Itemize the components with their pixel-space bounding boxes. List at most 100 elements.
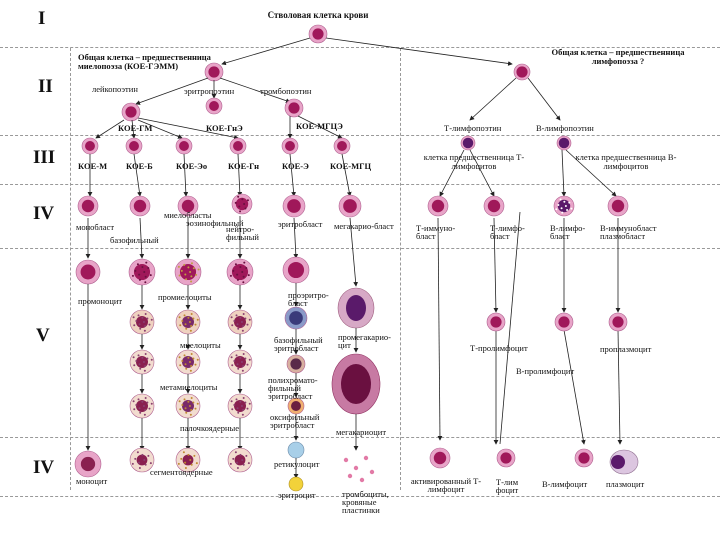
band-label: палочкоядерные — [180, 423, 240, 433]
stem-cell-title: Стволовая клетка крови — [267, 10, 369, 20]
row-divider — [0, 248, 720, 249]
koe-mgc-cell — [333, 137, 351, 155]
level-5-label: V — [36, 325, 50, 346]
megakaryocyte-nucleus — [341, 364, 371, 404]
level-column-divider — [70, 48, 71, 490]
platelet-2 — [363, 455, 369, 461]
koe-gm-cell — [121, 102, 141, 122]
connector-arrow — [325, 37, 513, 66]
eosinophilic-label: эозинофильный — [186, 218, 244, 228]
t-prolymphocyte-cell — [486, 312, 506, 332]
metamyelocyte-0 — [129, 349, 155, 375]
b-lymphoblast-cell — [553, 195, 575, 217]
level-3-label: III — [33, 147, 56, 168]
b-lymphopoietin-label: В-лимфопоэтин — [536, 123, 594, 133]
b-lymphocyte-label: В-лимфоцит — [542, 479, 588, 489]
koe-gn-label: КОЕ-Гн — [228, 161, 260, 171]
myeloblasts-label: миелобласты — [164, 210, 212, 220]
erythroblast-cell — [282, 194, 306, 218]
koe-m-label: КОЕ-М — [78, 161, 108, 171]
monoblast-label: монобласт — [76, 222, 115, 232]
koe-m-cell — [81, 137, 99, 155]
myelocyte-1 — [175, 309, 201, 335]
koe-eo-label: КОЕ-Эо — [176, 161, 208, 171]
connector-arrow — [565, 149, 617, 197]
level-4-label: IV — [33, 203, 55, 224]
connector-arrow — [469, 149, 495, 197]
koe-gie-cell — [205, 97, 223, 115]
b-prolymphocyte-cell — [554, 312, 574, 332]
neutrophilic-promyelocyte-cell — [226, 258, 254, 286]
koe-gie-label: КОЕ-ГнЭ — [206, 123, 243, 133]
koe-eo-cell — [175, 137, 193, 155]
pronormoblast-cell — [282, 256, 310, 284]
plasmocyte-label: плазмоцит — [606, 479, 645, 489]
monocyte-cell — [74, 450, 102, 478]
lympho-precursor-label: Общая клетка – предшественница лимфопоэз… — [551, 47, 685, 66]
polychromatic-label: полихромато-фильный эритробласт — [268, 375, 318, 401]
koe-b-cell — [125, 137, 143, 155]
reticulocyte-label: ретикулоцит — [274, 459, 320, 469]
erythrocyte-label: эритроцит — [278, 490, 316, 500]
koe-b-label: КОЕ-Б — [126, 161, 153, 171]
level-2-label: II — [38, 76, 53, 97]
row-divider — [0, 135, 720, 136]
connector-arrow — [527, 77, 561, 121]
basophilic-promyelocyte-cell — [128, 258, 156, 286]
basophilic-label: базофильный — [110, 235, 159, 245]
connector-arrow — [349, 217, 359, 287]
t-precursor-label: клетка предшественница Т-лимфоцитов — [423, 152, 525, 171]
b-lymphoblast-label: В-лимфо-бласт — [550, 223, 586, 241]
koe-mgc-label: КОЕ-МГЦ — [330, 161, 372, 171]
row-divider — [0, 437, 720, 438]
connector-arrow — [95, 119, 125, 139]
stem-cell — [308, 24, 328, 44]
t-lymphocyte-label: Т-лим фоцит — [495, 477, 519, 495]
t-lymphocyte-cell — [496, 448, 516, 468]
connector-arrow — [437, 217, 443, 441]
monoblast-cell — [77, 195, 99, 217]
connector-arrow — [439, 149, 465, 197]
activated-t-lymphocyte-cell — [429, 447, 451, 469]
platelet-1 — [353, 465, 359, 471]
connector-arrow — [617, 329, 623, 445]
basophilic-myeloblast-cell — [129, 195, 151, 217]
b-lymphocyte-cell — [574, 448, 594, 468]
basophilic-erythroblast-cell — [284, 306, 308, 330]
koe-e-label: КОЕ-Э — [282, 161, 309, 171]
row-divider — [0, 184, 720, 185]
t-immunoblast-cell — [427, 195, 449, 217]
platelet-5 — [359, 477, 365, 483]
platelets-label: тромбоциты, кровяные пластинки — [342, 489, 389, 515]
proplasmocyte-label: проплазмоцит — [600, 344, 652, 354]
connector-arrow — [221, 37, 311, 66]
koe-gm-label: КОЕ-ГМ — [118, 123, 153, 133]
polychromatic-erythroblast-cell — [286, 354, 306, 374]
t-lymphoblast-label: Т-лимфо-бласт — [490, 223, 525, 241]
connector-arrow — [499, 211, 521, 445]
pronormoblast-label: проэритро-бласт — [288, 290, 329, 308]
activated-t-label: активированный Т-лимфоцит — [410, 476, 482, 494]
connector-arrow — [183, 153, 189, 197]
erythropoietin-label: эритропоэтин — [184, 86, 235, 96]
promegakaryocyte-nucleus — [346, 295, 366, 321]
connector-arrow — [137, 117, 239, 140]
oxyphilic-erythroblast-cell — [287, 397, 305, 415]
koe-gn-cell — [229, 137, 247, 155]
segmented-cell-2 — [227, 447, 253, 473]
t-prolymphocyte-label: Т-пролимфоцит — [470, 343, 528, 353]
reticulocyte-cell — [287, 441, 305, 459]
metamyelocyte-2 — [227, 349, 253, 375]
connector-arrow — [135, 77, 209, 105]
b-prolymphocyte-label: В-пролимфоцит — [516, 366, 575, 376]
segmented-label: сегментоядерные — [150, 467, 213, 477]
lineage-divider — [400, 48, 401, 490]
connector-arrow — [341, 153, 352, 197]
erythrocyte-cell — [288, 476, 304, 492]
t-immunoblast-label: Т-иммуно-бласт — [416, 223, 456, 241]
proplasmocyte-cell — [608, 312, 628, 332]
monocyte-label: моноцит — [76, 476, 108, 486]
b-precursor-cell — [556, 135, 572, 151]
